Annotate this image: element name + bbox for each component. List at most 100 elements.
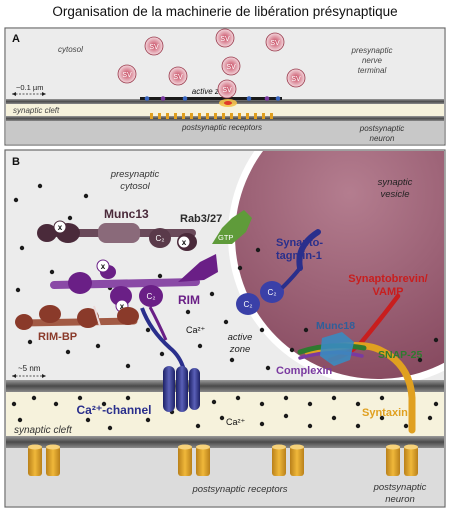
receptor-pair xyxy=(386,444,418,476)
munc13-c2-label: C₂ xyxy=(156,234,165,243)
rim-x-mark-2: x xyxy=(120,302,125,311)
svg-text:SV: SV xyxy=(226,64,236,71)
panel-b-scale-arrow-left xyxy=(12,374,16,378)
synaptic-vesicle: SV xyxy=(215,28,235,48)
rim-c2-label: C₂ xyxy=(147,292,156,301)
panel-b-scale-label: ~5 nm xyxy=(18,364,41,373)
svg-text:SV: SV xyxy=(149,44,159,51)
synaptic-vesicle: SV xyxy=(286,68,306,88)
active-zone-label-2: zone xyxy=(229,344,251,355)
calcium-label-presynaptic: Ca²⁺ xyxy=(186,325,206,335)
panel-a-az-protein xyxy=(160,96,166,101)
panel-a-scale-arrow-left xyxy=(12,92,16,96)
panel-b-scale-arrow-right xyxy=(42,374,46,378)
munc13-c2-domain xyxy=(37,224,57,242)
synaptotagmin-label-1: Synapto- xyxy=(276,237,323,249)
panel-b-letter: B xyxy=(12,156,20,168)
panel-a-terminal-label-2: nerve xyxy=(362,56,383,65)
synaptotagmin-c2a: C₂ xyxy=(244,300,253,309)
synaptic-vesicle: SV xyxy=(217,79,237,99)
panel-a-scale-label: ~0.1 µm xyxy=(16,83,43,92)
panel-a-cytosol-label: cytosol xyxy=(58,45,83,54)
panel-a-neuron-area xyxy=(6,121,444,144)
synaptic-vesicle-large xyxy=(235,151,444,379)
panel-a: A cytosol presynaptic nerve terminal ~0.… xyxy=(4,27,446,146)
svg-text:SV: SV xyxy=(270,40,280,47)
rab-label: Rab3/27 xyxy=(180,213,222,225)
calcium-channel-label: Ca²⁺-channel xyxy=(76,403,151,417)
panel-a-active-zone-label: active zone xyxy=(192,87,233,96)
synaptotagmin-label-2: tagmin-1 xyxy=(276,250,322,262)
panel-a-vesicles: SV SV SV SV SV SV SV SV xyxy=(117,28,306,99)
calcium-ions-cleft xyxy=(11,395,439,431)
panel-b-vesicle-label-2: vesicle xyxy=(380,189,409,200)
panel-a-active-zone-bar xyxy=(140,97,282,100)
svg-text:SV: SV xyxy=(122,72,132,79)
panel-b-vesicle-label-1: synaptic xyxy=(378,177,413,188)
panel-b-presynaptic-membrane xyxy=(6,380,444,392)
panel-b-neuron-label-2: neuron xyxy=(385,494,415,505)
panel-b-receptors-label: postsynaptic receptors xyxy=(191,484,287,495)
panel-a-receptors-label: postsynaptic receptors xyxy=(181,123,262,132)
receptor-pair xyxy=(28,444,60,476)
panel-a-terminal-label-1: presynaptic xyxy=(351,46,393,55)
panel-b-neuron-area xyxy=(6,448,444,506)
rim-protein: x x C₂ xyxy=(50,254,218,341)
panel-a-neuron-label-1: postsynaptic xyxy=(359,124,404,133)
synaptic-vesicle: SV xyxy=(117,64,137,84)
svg-text:SV: SV xyxy=(220,36,230,43)
panel-b: B presynaptic cytosol synaptic vesicle xyxy=(4,149,446,508)
synaptic-vesicle: SV xyxy=(265,32,285,52)
panel-a-release-core xyxy=(224,101,232,105)
munc13-protein: C₂ x x xyxy=(37,220,197,251)
receptor-pair xyxy=(178,444,210,476)
receptor-pair xyxy=(272,444,304,476)
figure-title: Organisation de la machinerie de libérat… xyxy=(52,4,398,19)
panel-a-cleft-label: synaptic cleft xyxy=(13,106,60,115)
munc18-label: Munc18 xyxy=(316,320,355,332)
rim-x-mark-1: x xyxy=(101,262,106,271)
panel-a-az-protein xyxy=(246,96,252,101)
munc18-body xyxy=(320,332,354,366)
panel-a-scale-arrow-right xyxy=(42,92,46,96)
snare-complex xyxy=(297,293,416,434)
panel-a-cleft-area xyxy=(6,104,444,116)
synaptobrevin-label-2: VAMP xyxy=(373,286,404,298)
calcium-channel xyxy=(140,307,200,412)
synaptic-vesicle: SV xyxy=(144,36,164,56)
munc13-x-mark-2: x xyxy=(182,238,187,247)
munc13-label: Munc13 xyxy=(104,207,149,221)
panel-b-cleft-label: synaptic cleft xyxy=(14,425,73,436)
svg-text:SV: SV xyxy=(291,76,301,83)
rim-bp-protein xyxy=(15,305,139,330)
panel-a-az-protein xyxy=(275,96,281,101)
active-zone-label-1: active xyxy=(228,332,253,343)
svg-text:SV: SV xyxy=(222,87,232,94)
synaptic-vesicle: SV xyxy=(168,66,188,86)
synaptobrevin-label-1: Synaptobrevin/ xyxy=(348,273,427,285)
complexin-label: Complexin xyxy=(276,365,333,377)
panel-a-letter: A xyxy=(12,33,20,45)
panel-b-neuron-label-1: postsynaptic xyxy=(373,482,427,493)
panel-b-postsynaptic-membrane xyxy=(6,436,444,448)
synaptotagmin-protein: C₂ C₂ xyxy=(236,229,321,315)
panel-a-terminal-label-3: terminal xyxy=(358,66,387,75)
panel-a-receptors xyxy=(150,113,273,119)
panel-a-az-protein xyxy=(182,96,188,101)
calcium-label-cleft: Ca²⁺ xyxy=(226,417,246,427)
panel-a-az-protein xyxy=(264,96,270,101)
panel-b-cytosol-label-2: cytosol xyxy=(120,181,150,192)
synaptic-vesicle: SV xyxy=(221,56,241,76)
gtp-label: GTP xyxy=(218,233,233,242)
panel-b-cytosol-label-1: presynaptic xyxy=(110,169,160,180)
panel-a-az-protein xyxy=(144,96,150,101)
syntaxin-label: Syntaxin xyxy=(362,407,408,419)
rim-bp-label: RIM-BP xyxy=(38,331,77,343)
calcium-ions-presynaptic xyxy=(13,183,439,371)
synaptotagmin-c2b: C₂ xyxy=(268,288,277,297)
postsynaptic-receptors xyxy=(28,444,418,476)
panel-a-neuron-label-2: neuron xyxy=(370,134,395,143)
svg-text:SV: SV xyxy=(173,74,183,81)
munc13-x-mark: x xyxy=(58,223,63,232)
